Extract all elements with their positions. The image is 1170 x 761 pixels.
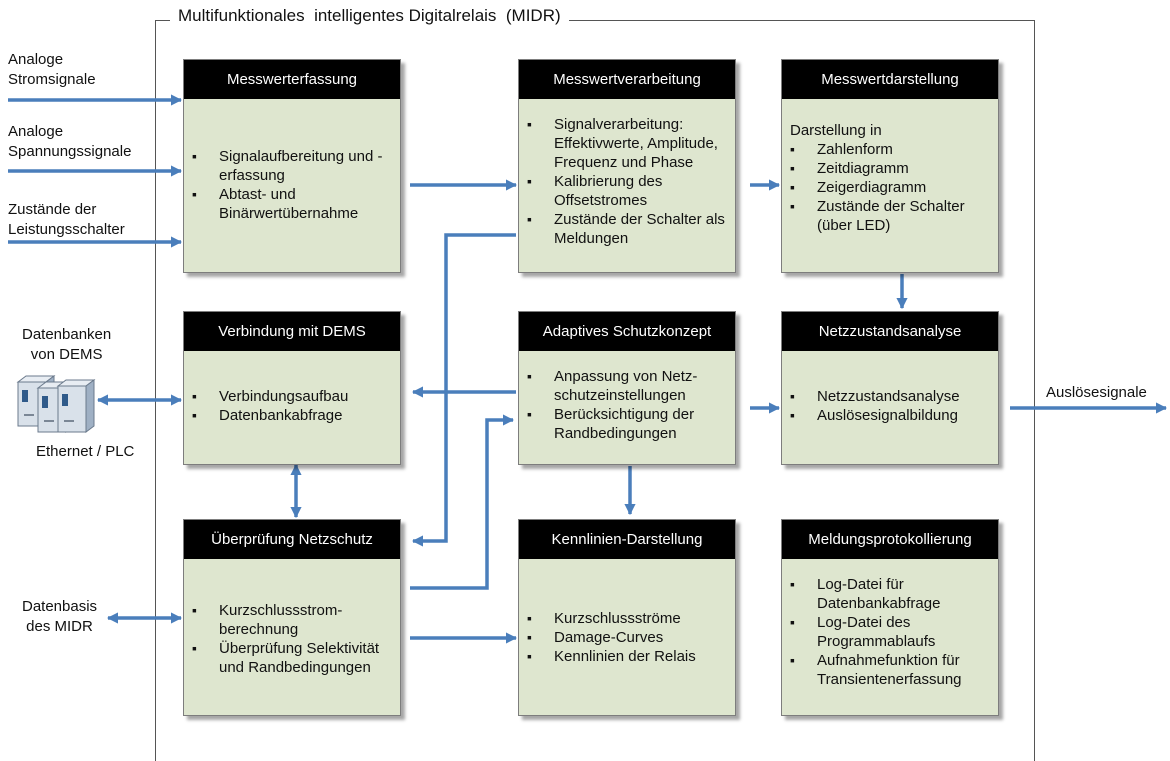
block-item: Zustände der Schalter als Meldungen	[527, 210, 727, 248]
block-verbindung-dems: Verbindung mit DEMS Verbindungsaufbau Da…	[183, 311, 401, 465]
block-title: Messwerterfassung	[184, 60, 400, 99]
block-body: Darstellung in Zahlenform Zeitdiagramm Z…	[782, 99, 998, 235]
block-item: Aufnahmefunktion für Transientenerfassun…	[790, 651, 990, 689]
block-item: Kurzschlussstrom-berechnung	[192, 601, 392, 639]
block-item: Datenbankabfrage	[192, 406, 392, 425]
block-body: Signalaufbereitung und -erfassung Abtast…	[184, 99, 400, 223]
block-item: Abtast- und Binärwertübernahme	[192, 185, 392, 223]
block-item: Überprüfung Selektivität und Randbedingu…	[192, 639, 392, 677]
label-datenbasis: Datenbasis des MIDR	[22, 597, 97, 637]
block-body: Log-Datei für Datenbankabfrage Log-Datei…	[782, 559, 998, 689]
label-databases: Datenbanken von DEMS	[22, 325, 111, 365]
block-item: Kennlinien der Relais	[527, 647, 727, 666]
label-output: Auslösesignale	[1046, 384, 1147, 401]
block-item: Zahlenform	[790, 140, 990, 159]
block-title: Kennlinien-Darstellung	[519, 520, 735, 559]
block-item: Signalaufbereitung und -erfassung	[192, 147, 392, 185]
block-item: Berücksichtigung der Randbedingungen	[527, 405, 727, 443]
label-line: Datenbasis	[22, 598, 98, 615]
block-item: Signalverarbeitung: Effektivwerte, Ampli…	[527, 115, 727, 172]
label-line: Analoge	[8, 123, 64, 140]
arrow-ueberpruefung-adaptiv	[410, 414, 515, 590]
block-body: Netzzustandsanalyse Auslösesignalbildung	[782, 351, 998, 425]
label-line: Datenbanken	[22, 326, 112, 343]
block-body: Signalverarbeitung: Effektivwerte, Ampli…	[519, 99, 735, 248]
block-item: Log-Datei für Datenbankabfrage	[790, 575, 990, 613]
label-line: Stromsignale	[8, 71, 96, 88]
block-netzzustandsanalyse: Netzzustandsanalyse Netzzustandsanalyse …	[781, 311, 999, 465]
label-line: von DEMS	[30, 346, 103, 363]
block-messwerterfassung: Messwerterfassung Signalaufbereitung und…	[183, 59, 401, 273]
block-title: Adaptives Schutzkonzept	[519, 312, 735, 351]
label-line: Analoge	[8, 51, 64, 68]
block-item: Verbindungsaufbau	[192, 387, 392, 406]
block-item: Zustände der Schalter (über LED)	[790, 197, 990, 235]
block-title: Überprüfung Netzschutz	[184, 520, 400, 559]
block-messwertverarbeitung: Messwertverarbeitung Signalverarbeitung:…	[518, 59, 736, 273]
midr-frame	[155, 20, 1035, 761]
block-item: Damage-Curves	[527, 628, 727, 647]
label-line: des MIDR	[26, 618, 93, 635]
label-line: Zustände der	[8, 201, 97, 218]
block-title: Verbindung mit DEMS	[184, 312, 400, 351]
block-body: Anpassung von Netz-schutzeinstellungen B…	[519, 351, 735, 443]
block-meldungsprotokollierung: Meldungsprotokollierung Log-Datei für Da…	[781, 519, 999, 716]
block-item: Log-Datei des Programmablaufs	[790, 613, 990, 651]
frame-title: Multifunktionales intelligentes Digitalr…	[170, 6, 569, 26]
block-intro: Darstellung in	[790, 122, 882, 139]
block-ueberpruefung-netzschutz: Überprüfung Netzschutz Kurzschlussstrom-…	[183, 519, 401, 716]
block-body: Kurzschlussstrom-berechnung Überprüfung …	[184, 559, 400, 677]
block-body: Kurzschlussströme Damage-Curves Kennlini…	[519, 559, 735, 666]
block-title: Messwertverarbeitung	[519, 60, 735, 99]
block-title: Netzzustandsanalyse	[782, 312, 998, 351]
block-title: Meldungsprotokollierung	[782, 520, 998, 559]
block-item: Netzzustandsanalyse	[790, 387, 990, 406]
block-item: Zeigerdiagramm	[790, 178, 990, 197]
label-analog-voltage: Analoge Spannungssignale	[8, 122, 131, 162]
server-icon	[16, 375, 96, 433]
arrow-verarbeitung-ueberpruefung	[411, 233, 516, 547]
block-item: Anpassung von Netz-schutzeinstellungen	[527, 367, 727, 405]
label-analog-current: Analoge Stromsignale	[8, 50, 96, 90]
block-item: Kalibrierung des Offsetstromes	[527, 172, 727, 210]
block-item: Kurzschlussströme	[527, 609, 727, 628]
label-line: Leistungsschalter	[8, 221, 125, 238]
block-title: Messwertdarstellung	[782, 60, 998, 99]
label-breaker-states: Zustände der Leistungsschalter	[8, 200, 125, 240]
block-item: Auslösesignalbildung	[790, 406, 990, 425]
block-item: Zeitdiagramm	[790, 159, 990, 178]
label-ethernet: Ethernet / PLC	[36, 443, 135, 460]
block-adaptives-schutzkonzept: Adaptives Schutzkonzept Anpassung von Ne…	[518, 311, 736, 465]
block-messwertdarstellung: Messwertdarstellung Darstellung in Zahle…	[781, 59, 999, 273]
block-body: Verbindungsaufbau Datenbankabfrage	[184, 351, 400, 425]
label-line: Spannungssignale	[8, 143, 132, 160]
block-kennlinien-darstellung: Kennlinien-Darstellung Kurzschlussströme…	[518, 519, 736, 716]
